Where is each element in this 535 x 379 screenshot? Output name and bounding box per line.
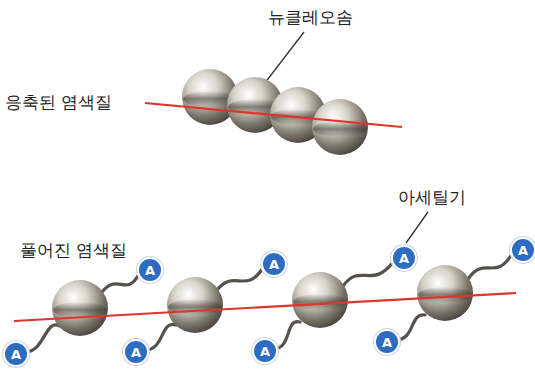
acetyl-letter: A xyxy=(260,345,270,358)
acetyl-letter: A xyxy=(518,244,528,257)
acetyl-letter: A xyxy=(382,336,392,349)
acetyl-circle: A xyxy=(3,341,29,367)
acetyl-circle: A xyxy=(374,329,400,355)
acetyl-letter: A xyxy=(131,346,141,359)
relaxed-nucleosomes xyxy=(52,265,473,336)
dna-strand xyxy=(14,293,516,321)
text-label: 아세틸기 xyxy=(398,187,466,207)
acetyl-letter: A xyxy=(145,264,155,277)
text-label: 풀어진 염색질 xyxy=(20,240,127,260)
acetyl-circle: A xyxy=(137,257,163,283)
acetyl-circle: A xyxy=(510,237,535,263)
acetyl-letter: A xyxy=(269,258,279,271)
acetyl-circle: A xyxy=(391,245,417,271)
acetyl-circle: A xyxy=(252,338,278,364)
leader-line xyxy=(406,212,428,243)
acetyl-circle: A xyxy=(261,251,287,277)
text-label: 뉴클레오솜 xyxy=(268,7,353,27)
acetyl-circle: A xyxy=(123,339,149,365)
condensed-nucleosomes xyxy=(182,69,368,155)
text-label: 응축된 염색질 xyxy=(5,92,112,112)
dna-strand xyxy=(145,103,402,127)
acetyl-letter: A xyxy=(11,348,21,361)
acetyl-letter: A xyxy=(399,252,409,265)
